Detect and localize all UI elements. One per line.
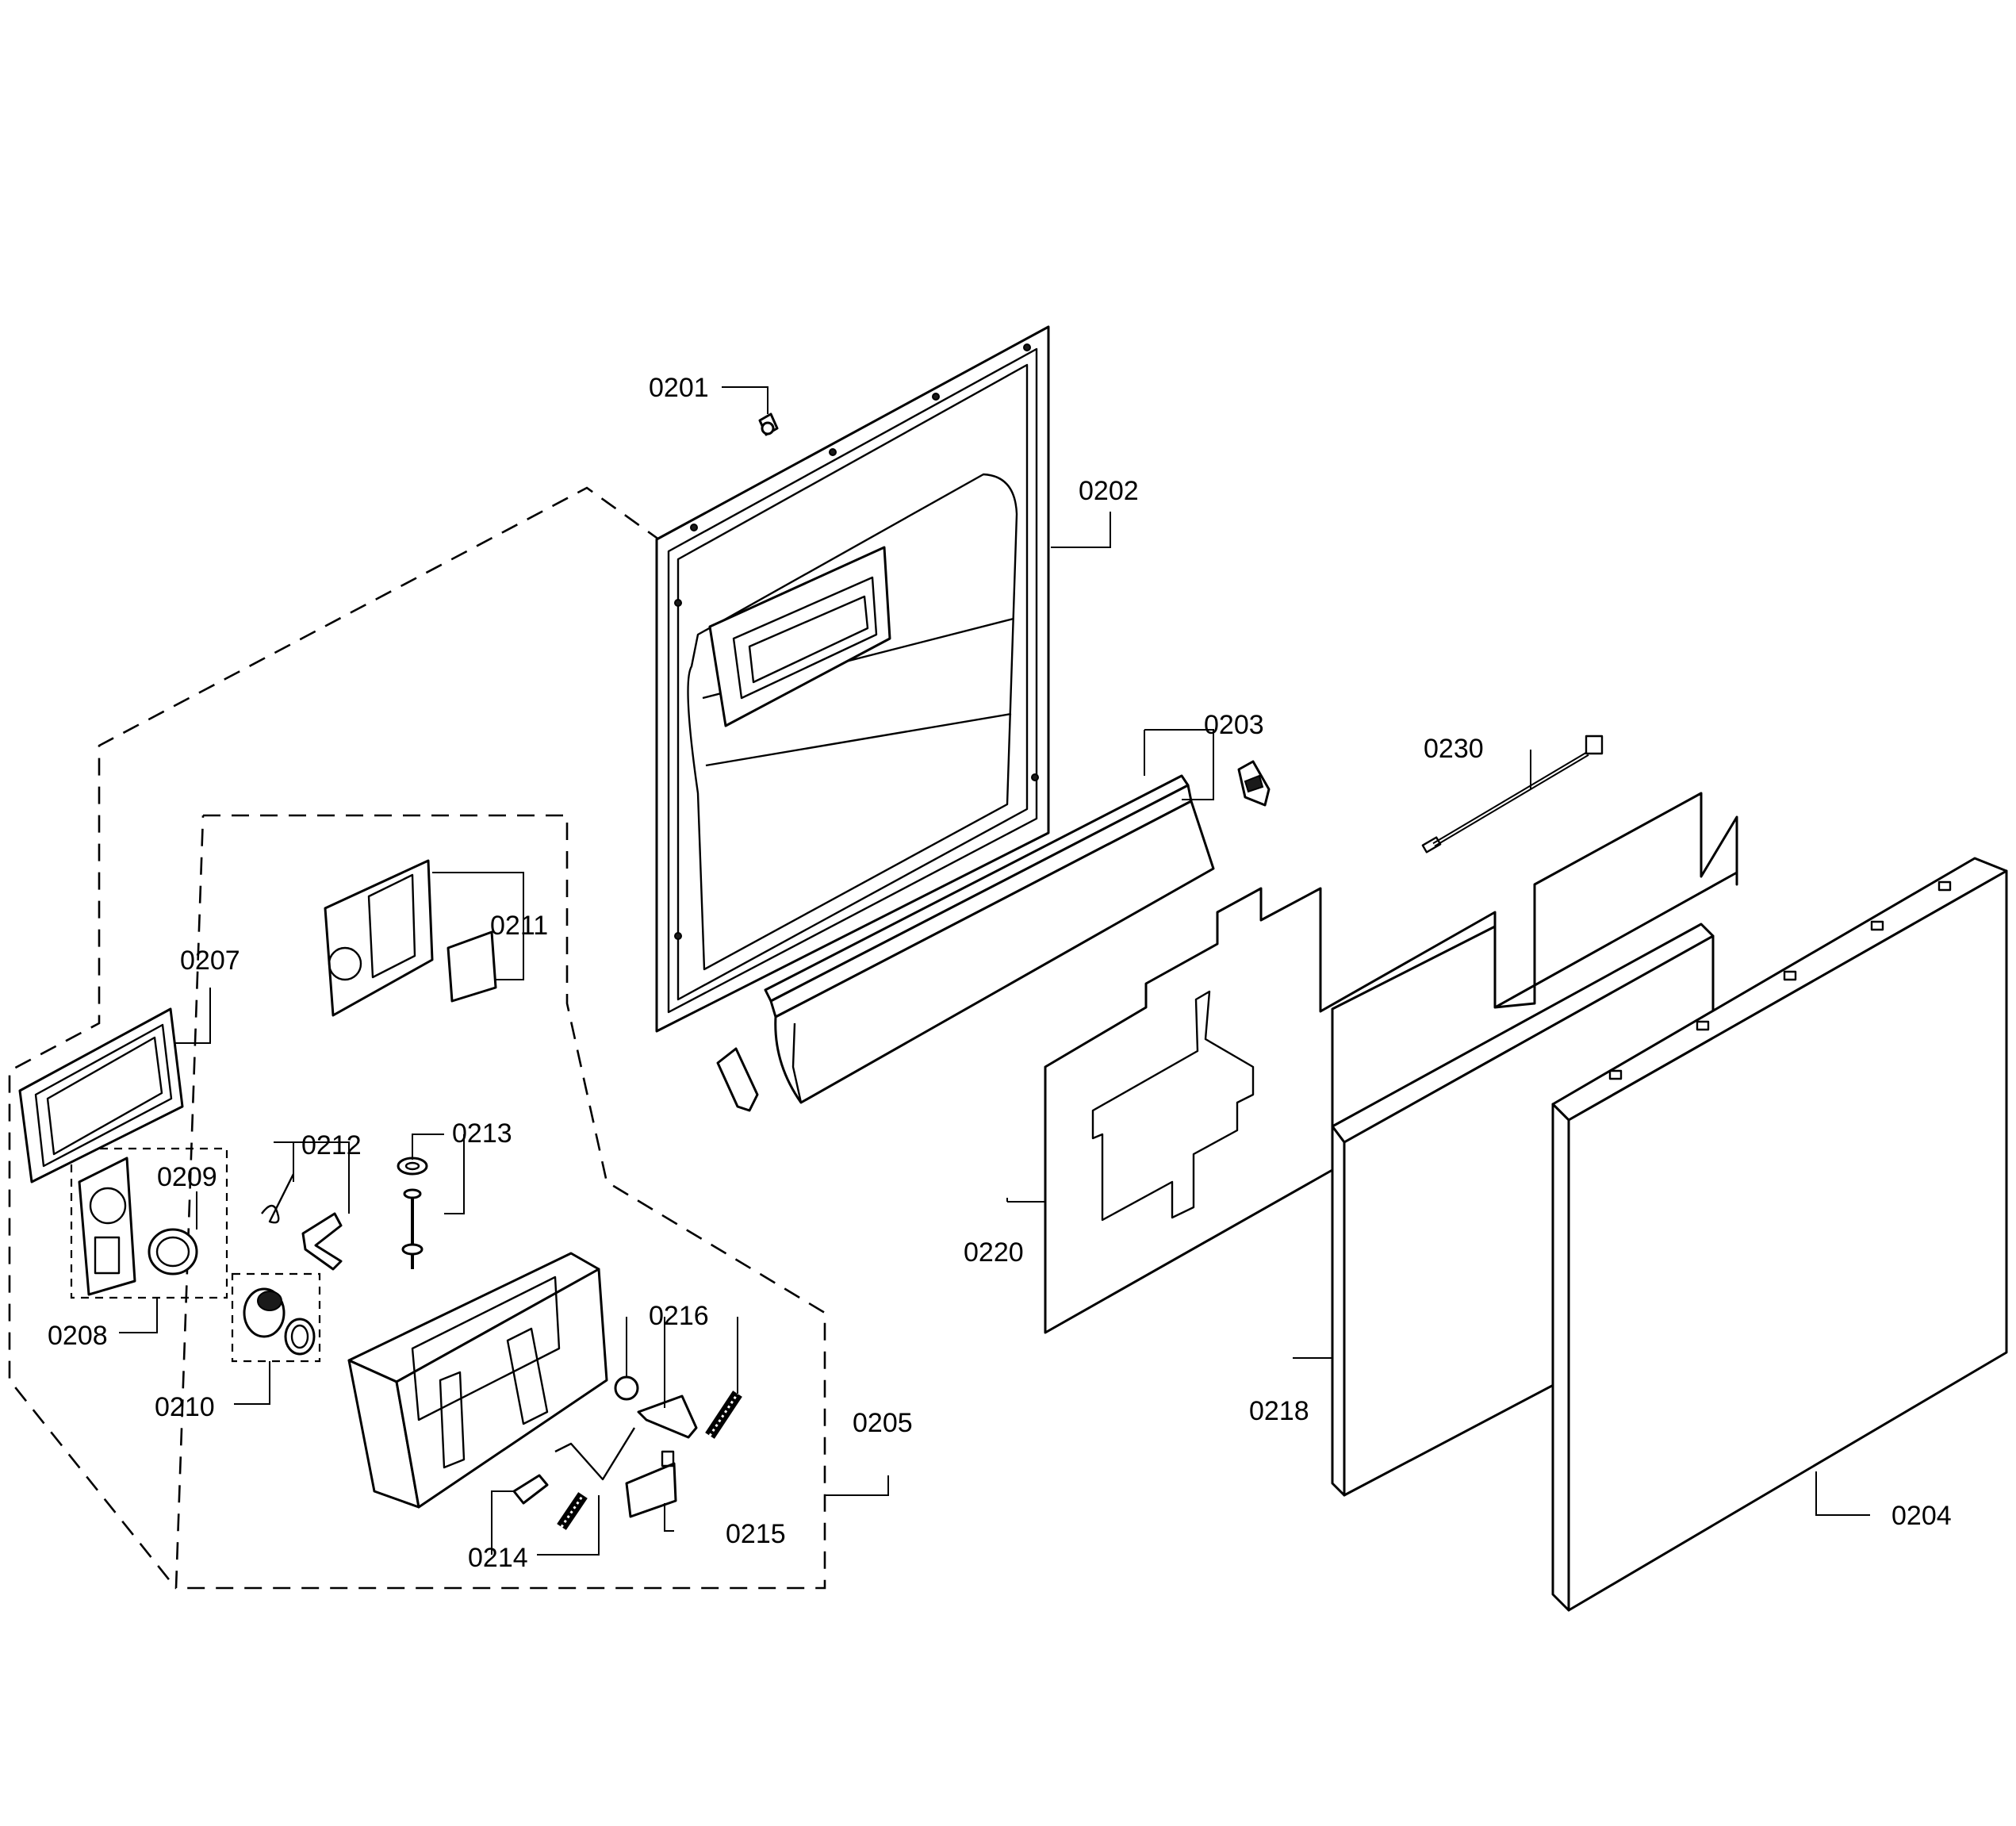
part-0204-outer-panel	[1551, 857, 2008, 1612]
part-0207-gasket-frame	[18, 1007, 184, 1183]
part-0216-lever	[637, 1394, 698, 1439]
part-0202-inner-door	[655, 325, 1050, 1033]
part-0216-ball	[614, 1375, 639, 1401]
group-outline-0202	[8, 486, 663, 1587]
callout-0230: 0230	[1424, 734, 1484, 764]
part-0213-valve	[397, 1157, 428, 1269]
part-0209-ring	[148, 1228, 198, 1276]
part-hinge-bracket-left	[716, 1047, 759, 1112]
part-0215-switch	[625, 1450, 677, 1518]
callout-0207: 0207	[180, 946, 240, 976]
callout-0218: 0218	[1249, 1396, 1309, 1426]
callout-0220: 0220	[964, 1237, 1024, 1268]
callout-0201: 0201	[649, 373, 709, 403]
part-0214-wire	[554, 1427, 636, 1481]
callout-0214: 0214	[468, 1543, 528, 1573]
part-0210-cap	[243, 1287, 316, 1356]
callout-0202: 0202	[1079, 476, 1139, 506]
callout-0208: 0208	[48, 1321, 108, 1351]
part-0208-housing	[78, 1157, 136, 1296]
part-0214-clip	[512, 1474, 549, 1505]
group-outline-0208	[70, 1147, 228, 1299]
callout-0215: 0215	[726, 1519, 786, 1549]
part-0205-dispenser	[347, 1252, 608, 1509]
callout-0205: 0205	[853, 1408, 913, 1438]
part-0201-screw	[758, 412, 779, 436]
group-outline-0205	[174, 814, 826, 1590]
part-0203-trim-strip	[764, 774, 1215, 1104]
part-0212-spring	[261, 1173, 295, 1224]
callout-0210: 0210	[155, 1392, 215, 1422]
part-hinge-bracket-right	[1237, 760, 1271, 807]
callout-0209: 0209	[157, 1162, 217, 1192]
part-0220-insulation	[1044, 792, 1738, 1334]
part-0211-pad	[447, 930, 497, 1003]
leader-lines	[119, 386, 1870, 1556]
part-0230-cable	[1421, 735, 1604, 854]
callout-0216: 0216	[649, 1301, 709, 1331]
callout-0211: 0211	[490, 911, 548, 941]
callout-0204: 0204	[1891, 1501, 1952, 1531]
callout-0213: 0213	[452, 1118, 512, 1149]
callout-0203: 0203	[1204, 710, 1264, 740]
part-0212-lever	[301, 1212, 343, 1271]
callout-0212: 0212	[301, 1130, 362, 1160]
part-0216-spring	[705, 1391, 742, 1439]
part-0214-spring	[557, 1492, 588, 1530]
group-outline-0210	[231, 1272, 321, 1363]
part-0211-bracket	[324, 859, 434, 1017]
